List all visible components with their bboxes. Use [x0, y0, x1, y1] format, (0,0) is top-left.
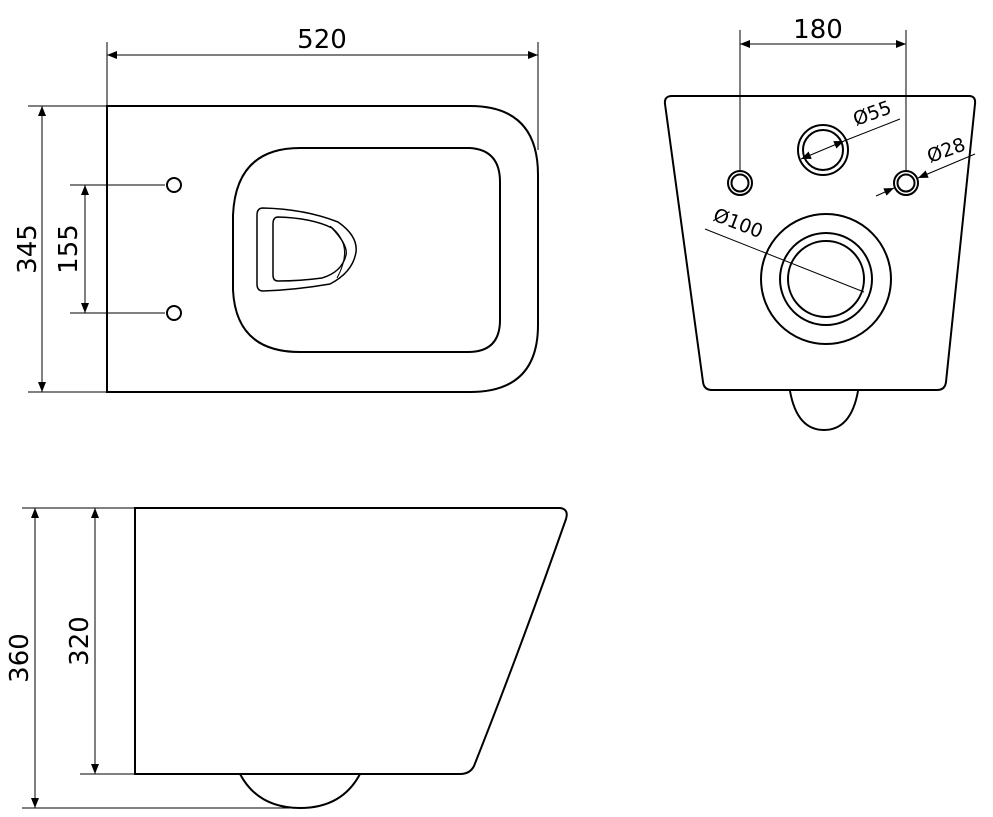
dimension-bolt-hole: Ø28 — [924, 134, 968, 168]
seat-hole-top — [166, 177, 182, 193]
dimension-flush-inlet: Ø55 — [850, 97, 894, 131]
top-view: 520 345 155 — [13, 25, 539, 393]
dimension-line-flush-inlet — [800, 140, 845, 160]
leader-line — [843, 118, 901, 142]
outlet-collar — [760, 213, 892, 345]
dimension-total-height: 360 — [5, 633, 35, 683]
bowl-rim — [232, 147, 501, 353]
outlet-spigot-side — [239, 773, 361, 810]
dimension-hole-spacing: 155 — [54, 224, 84, 274]
bolt-hole-left-inner — [730, 173, 750, 193]
dimension-line-bolt-hole — [875, 187, 895, 197]
flush-outlet-outer — [256, 207, 357, 292]
flush-outlet-groove — [329, 225, 345, 279]
flush-inlet-outer — [797, 124, 849, 176]
dimension-depth: 345 — [13, 224, 43, 274]
bolt-hole-right-inner — [896, 173, 916, 193]
side-view: 360 320 — [5, 507, 568, 810]
dimension-bolt-spacing: 180 — [793, 15, 843, 45]
rear-view: 180 Ø55 Ø28 Ø100 — [663, 15, 977, 432]
top-view-outline — [106, 105, 539, 393]
outlet-spigot — [789, 390, 859, 432]
flush-outlet-inner — [272, 216, 347, 282]
rear-view-outline — [663, 95, 977, 391]
dimension-line-bolt-hole — [917, 153, 976, 179]
outlet-outer — [779, 232, 873, 326]
dimension-line-outlet — [704, 228, 865, 293]
outlet-inner — [787, 240, 865, 318]
dimension-body-height: 320 — [65, 616, 95, 666]
seat-hole-bottom — [166, 305, 182, 321]
dimension-width: 520 — [297, 25, 347, 55]
side-view-outline — [134, 507, 568, 775]
dimension-outlet: Ø100 — [710, 204, 766, 243]
